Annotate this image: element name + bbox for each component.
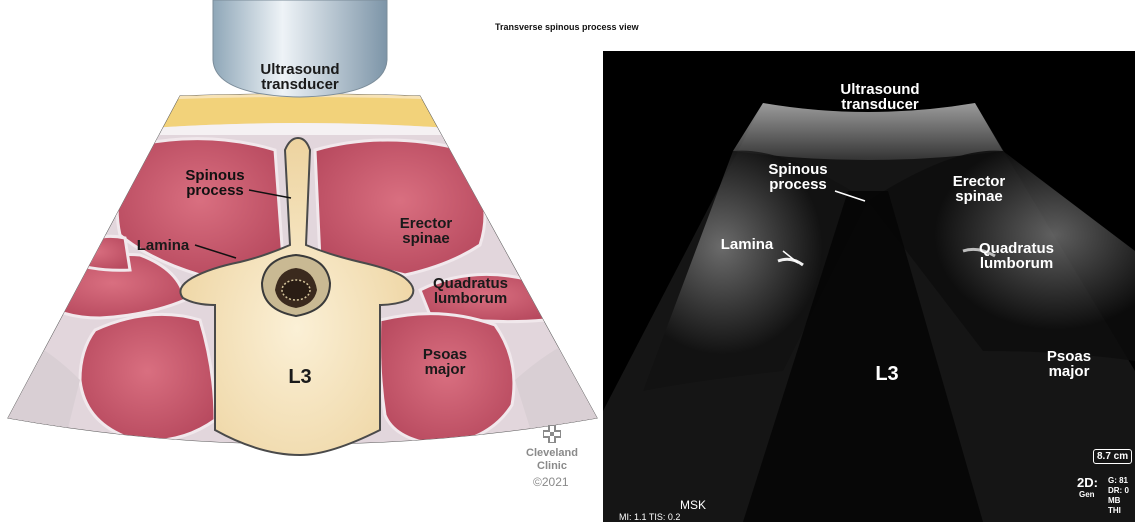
- anatomy-label-quadratus-lumborum: Quadratus lumborum: [423, 276, 518, 306]
- logo-copyright: ©2021: [533, 475, 569, 489]
- anatomy-label-erector-spinae: Erector spinae: [386, 216, 466, 246]
- anatomy-label-psoas-major: Psoas major: [405, 347, 485, 377]
- right-psoas: [380, 314, 514, 445]
- cleveland-clinic-cross-icon: [543, 425, 561, 443]
- us-label-lamina: Lamina: [712, 237, 782, 252]
- anatomy-label-l3: L3: [270, 367, 330, 387]
- param-thi: THI: [1108, 506, 1129, 516]
- anatomy-label-spinous-process: Spinous process: [170, 168, 260, 198]
- depth-readout: 8.7 cm: [1093, 449, 1132, 464]
- param-mb: MB: [1108, 496, 1129, 506]
- left-psoas: [80, 314, 215, 440]
- param-dr: DR: 0: [1108, 486, 1129, 496]
- mode-sub-readout: Gen: [1079, 490, 1095, 500]
- mode-readout: 2D:: [1077, 475, 1098, 490]
- us-label-transducer: Ultrasound transducer: [825, 82, 935, 112]
- indices-readout: MI: 1.1 TIS: 0.2: [619, 512, 680, 522]
- anatomy-label-lamina: Lamina: [128, 238, 198, 253]
- anatomy-label-transducer: Ultrasound transducer: [245, 62, 355, 92]
- logo-name: Cleveland Clinic: [522, 447, 582, 473]
- anatomy-illustration: Ultrasound transducer Spinous process La…: [0, 0, 600, 522]
- us-label-quadratus-lumborum: Quadratus lumborum: [969, 241, 1064, 271]
- us-label-l3: L3: [857, 364, 917, 384]
- ultrasound-scan: [603, 51, 1135, 522]
- ultrasound-image: Ultrasound transducer Spinous process Er…: [603, 51, 1135, 522]
- params-list: G: 81 DR: 0 MB THI: [1108, 476, 1129, 516]
- right-erector-spinae: [315, 140, 485, 275]
- us-label-erector-spinae: Erector spinae: [939, 174, 1019, 204]
- preset-readout: MSK: [680, 498, 706, 512]
- us-label-psoas-major: Psoas major: [1034, 349, 1104, 379]
- param-gain: G: 81: [1108, 476, 1129, 486]
- us-label-spinous-process: Spinous process: [753, 162, 843, 192]
